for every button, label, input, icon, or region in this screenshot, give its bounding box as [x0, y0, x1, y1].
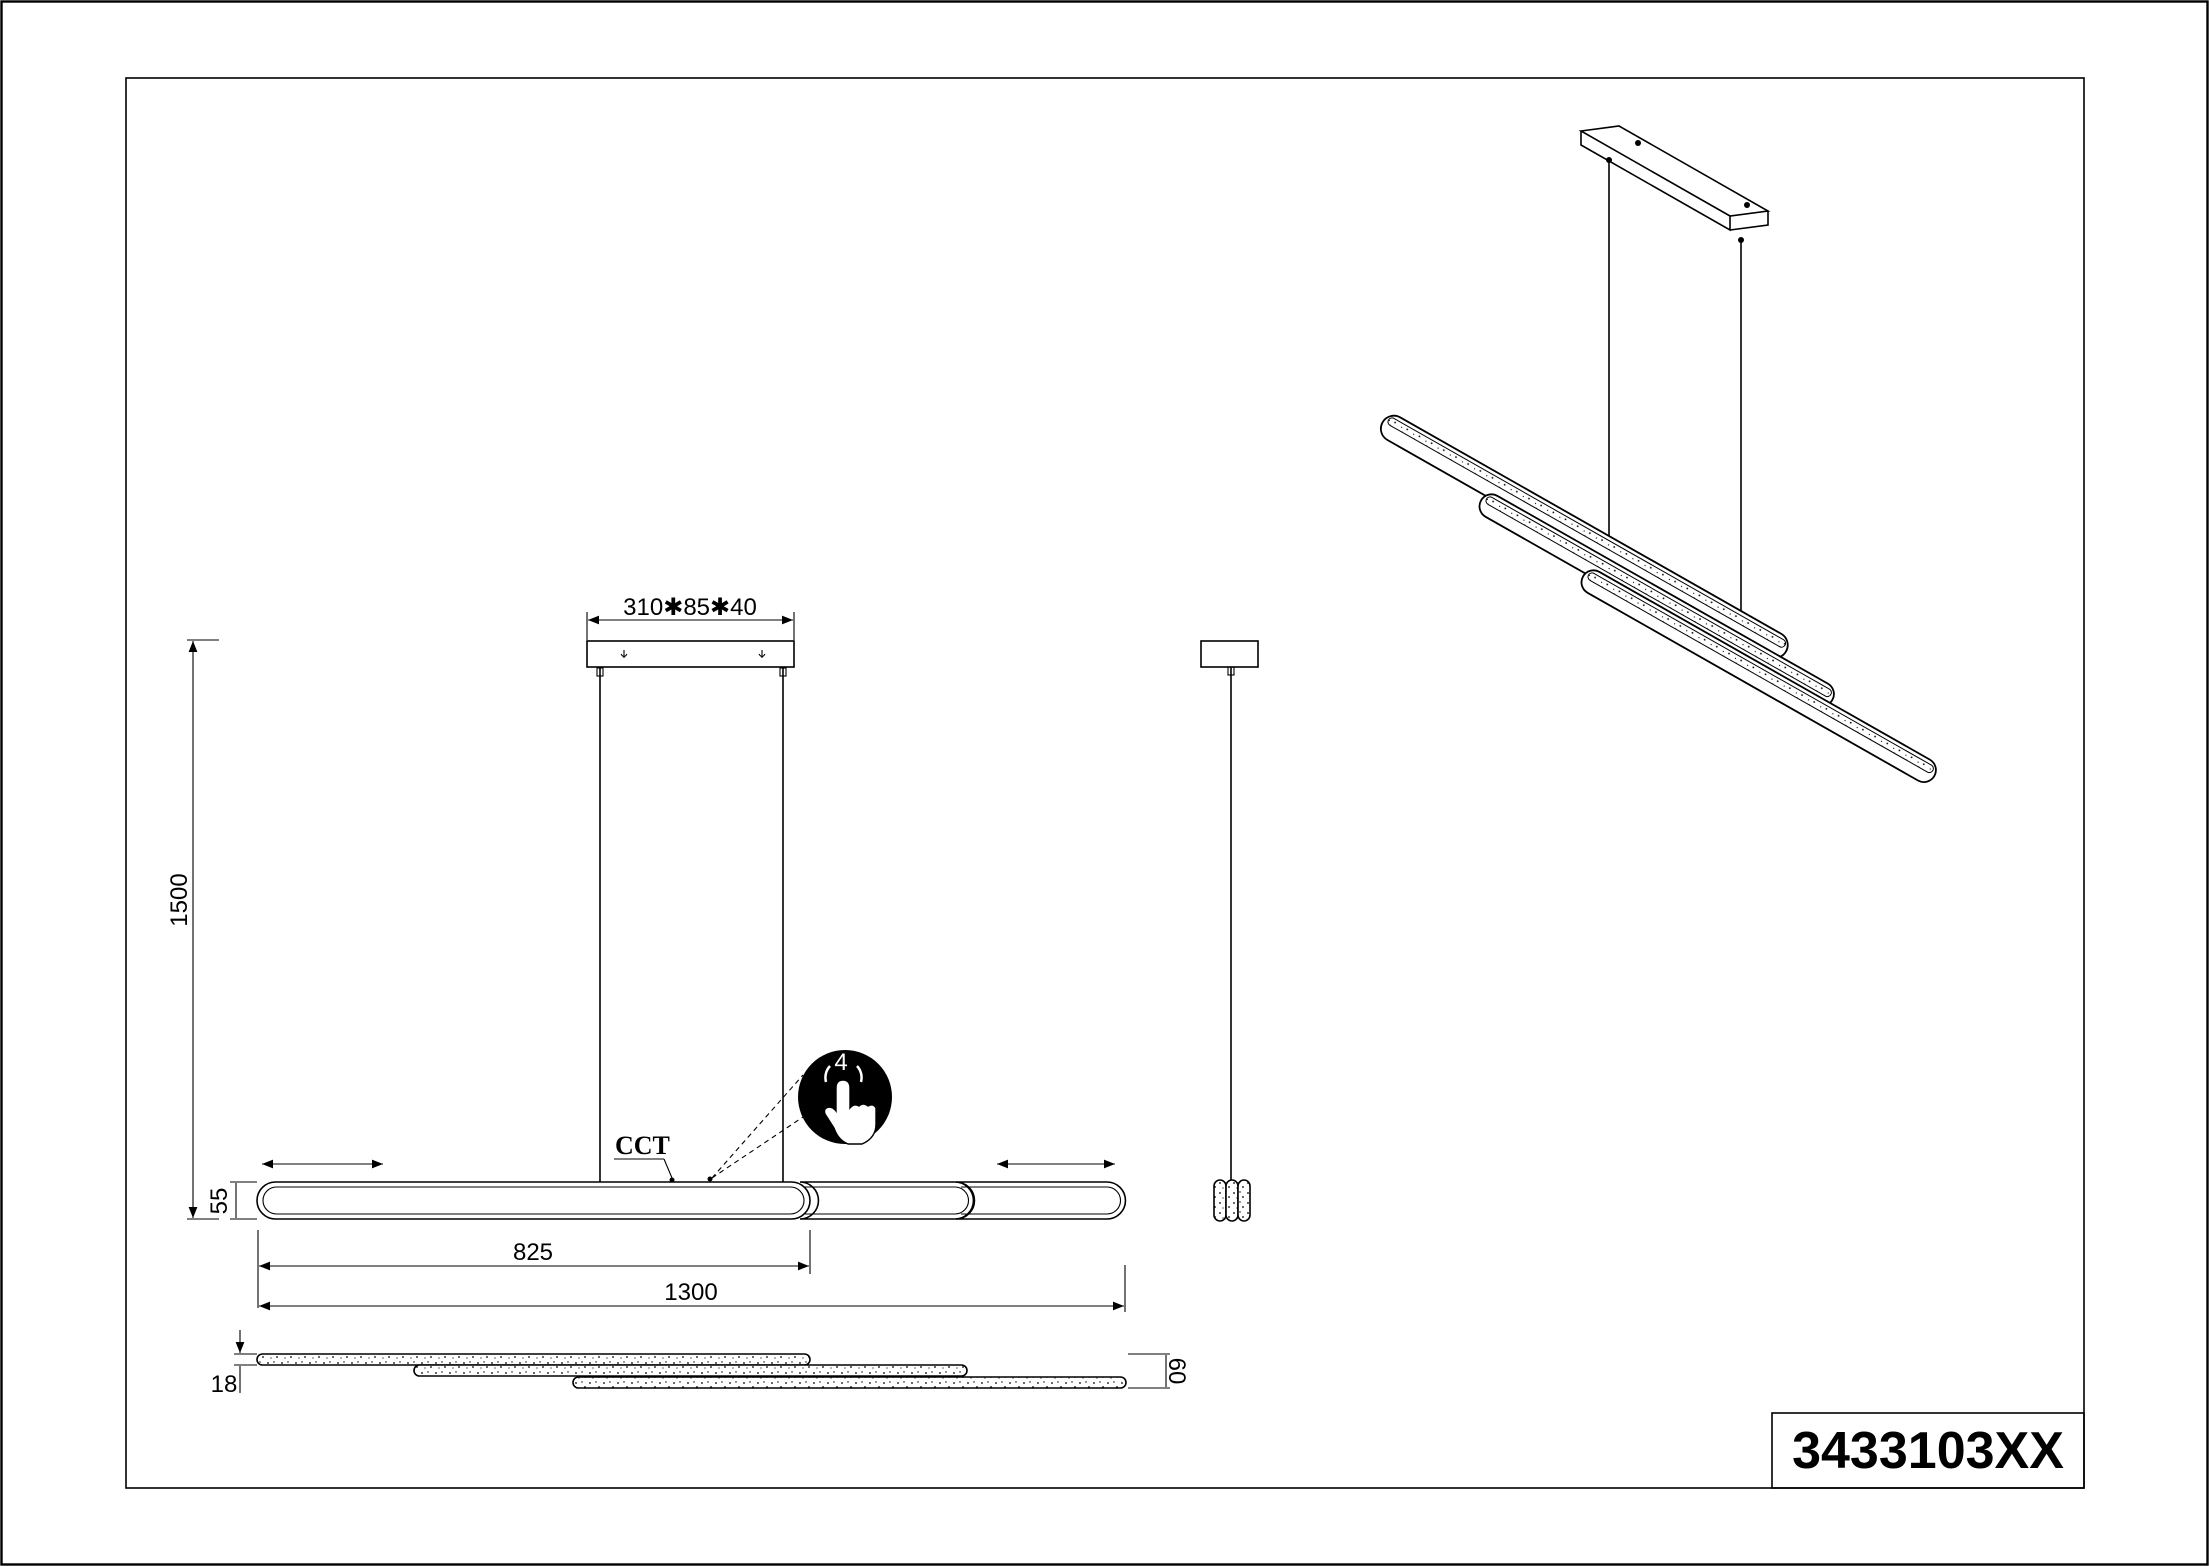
top-bar-3 — [572, 1376, 1127, 1389]
model-number: 3433103XX — [1792, 1422, 2064, 1480]
thickness-dimension-label: 18 — [211, 1371, 238, 1398]
bar-height-dimension-label: 55 — [206, 1188, 233, 1215]
front-view: 310✱85✱40 CCT 4 — [166, 594, 1127, 1312]
light-bar-1 — [256, 1181, 811, 1220]
top-view: 18 60 — [211, 1330, 1190, 1398]
drawing-frame — [125, 77, 2085, 1489]
length-825-label: 825 — [513, 1239, 553, 1266]
canopy-dimension-label: 310✱85✱40 — [623, 594, 757, 621]
isometric-view — [1379, 125, 1937, 783]
touch-count-label: 4 — [834, 1049, 847, 1076]
touch-control-callout: 4 — [707, 1049, 892, 1182]
cct-label: CCT — [615, 1131, 670, 1160]
height-dimension-label: 1500 — [166, 873, 193, 926]
depth-dimension-label: 60 — [1163, 1358, 1190, 1385]
side-bar-2 — [1225, 1179, 1239, 1222]
touch-hand-icon — [823, 1079, 877, 1145]
length-1300-label: 1300 — [664, 1279, 717, 1306]
side-bar-3 — [1237, 1179, 1251, 1222]
side-bar-1 — [1213, 1179, 1227, 1222]
side-canopy — [1200, 640, 1259, 668]
top-bar-2 — [413, 1364, 968, 1377]
light-bar-3 — [955, 1181, 1127, 1220]
top-bar-1 — [256, 1353, 811, 1366]
canopy — [586, 640, 795, 668]
model-number-box — [1771, 1412, 2085, 1489]
iso-canopy — [1578, 125, 1771, 232]
side-view — [1200, 640, 1259, 1222]
